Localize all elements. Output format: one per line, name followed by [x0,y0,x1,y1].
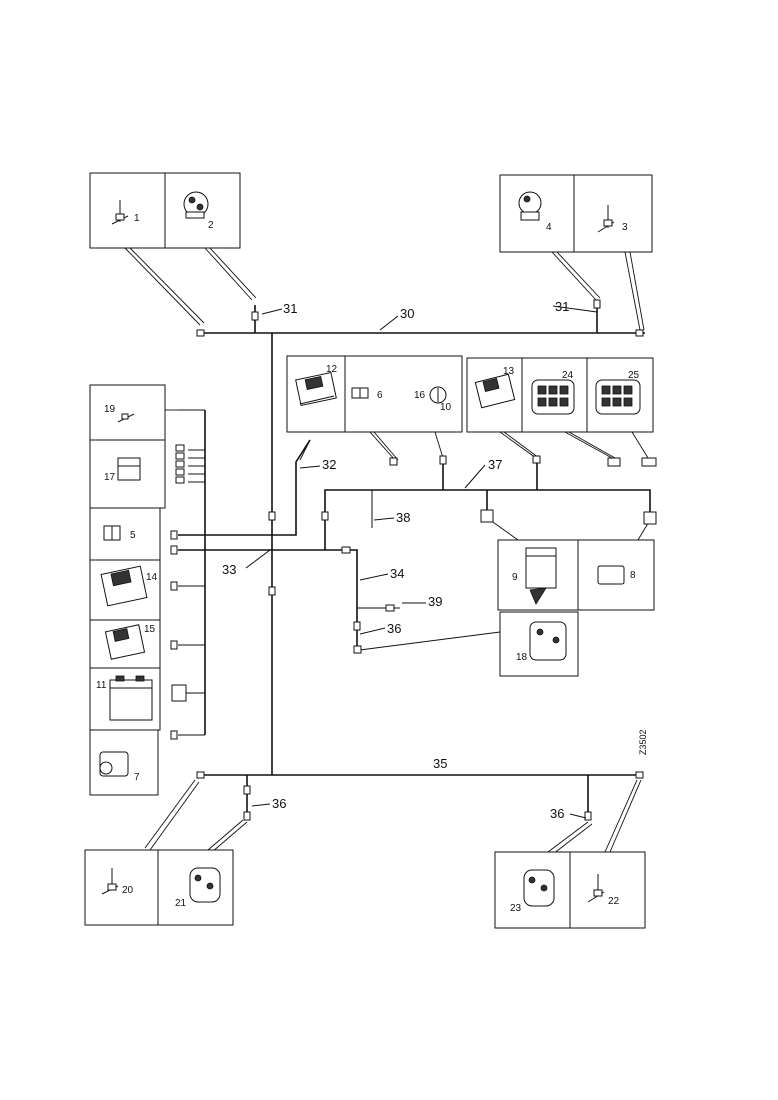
sensor-22-icon [587,874,605,903]
label-12: 12 [326,364,338,375]
module-17-icon [117,457,141,481]
unit-14-icon [100,565,148,607]
valve-2-icon [183,191,209,219]
label-13: 13 [503,366,515,377]
battery-11-icon [109,675,153,721]
component-boxes [84,172,655,929]
unit-15-icon [104,624,146,660]
label-2: 2 [208,220,214,231]
component-drawings [99,191,641,907]
connector-block-25-icon [595,379,641,415]
unit-13-icon [474,373,516,409]
label-17: 17 [104,472,116,483]
label-14: 14 [146,572,158,583]
wire-label-37: 37 [488,457,502,472]
wire-label-39: 39 [428,594,442,609]
valve-18-icon [529,621,567,661]
label-3: 3 [622,222,628,233]
label-4: 4 [546,222,552,233]
label-25: 25 [628,370,640,381]
label-9: 9 [512,572,518,583]
sensor-1-icon [111,200,129,225]
connector-block-24-icon [531,379,575,415]
wire-labels: 30 31 31 32 33 34 35 36 36 36 37 38 39 [222,299,598,821]
wire-label-32: 32 [322,457,336,472]
wire-label-31-right: 31 [555,299,569,314]
label-1: 1 [134,213,140,224]
wire-label-36-mid: 36 [387,621,401,636]
label-7: 7 [134,772,140,783]
label-15: 15 [144,624,156,635]
label-16: 16 [414,390,426,401]
wire-label-38: 38 [396,510,410,525]
sensor-19-icon [117,413,135,423]
valve-4-icon [518,191,542,221]
label-24: 24 [562,370,574,381]
relay-5-icon [103,525,121,541]
wire-label-30: 30 [400,306,414,321]
label-22: 22 [608,896,620,907]
sensor-20-icon [101,868,119,895]
label-10: 10 [440,402,452,413]
valve-23-icon [523,869,555,907]
wire-label-34: 34 [390,566,404,581]
label-8: 8 [630,570,636,581]
wire-label-36-bottom-left: 36 [272,796,286,811]
unit-12-icon [295,371,337,407]
wire-label-35: 35 [433,756,447,771]
unit-16-icon [429,386,447,404]
connectors [170,299,657,821]
control-unit-9-icon [525,547,557,605]
diagram-code: Z3502 [638,729,648,755]
wire-label-36-bottom-right: 36 [550,806,564,821]
label-18: 18 [516,652,528,663]
valve-21-icon [189,867,221,903]
sensor-3-icon [597,205,615,233]
label-23: 23 [510,903,522,914]
label-5: 5 [130,530,136,541]
wire-label-31-left: 31 [283,301,297,316]
component-numbers: 1 2 3 4 5 6 7 8 9 10 11 12 13 14 15 16 1… [96,213,640,914]
label-6: 6 [377,390,383,401]
sensor-cables [124,247,651,855]
wire-label-33: 33 [222,562,236,577]
unit-7-icon [99,751,129,777]
harness-wires [178,305,651,815]
label-20: 20 [122,885,134,896]
relay-6-icon [351,387,369,399]
label-19: 19 [104,404,116,415]
label-11: 11 [96,680,107,691]
label-21: 21 [175,898,187,909]
relay-8-icon [597,565,625,585]
